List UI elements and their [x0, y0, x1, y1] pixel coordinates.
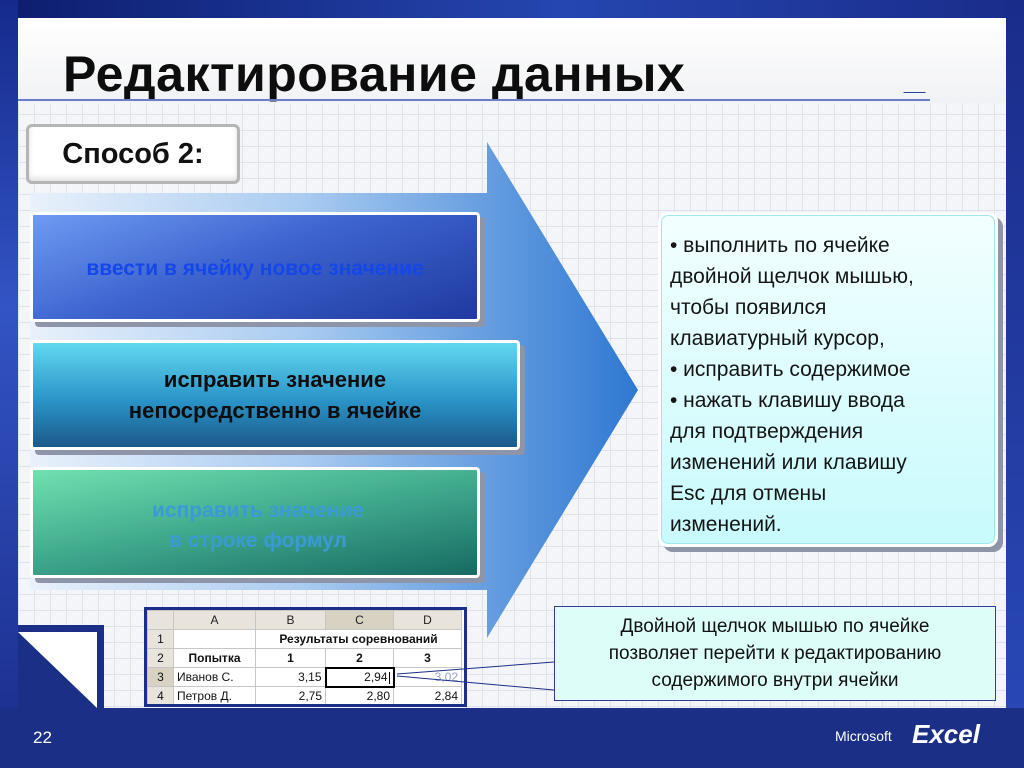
description-line: чтобы появился — [670, 296, 827, 319]
cell-c3-editing[interactable]: 2,94 — [324, 666, 395, 688]
cell-a3[interactable]: Иванов С. — [173, 667, 256, 687]
cell-a4[interactable]: Петров Д. — [173, 686, 256, 704]
frame-left — [0, 0, 18, 768]
column-header-b: B — [255, 610, 326, 630]
note-box: Двойной щелчок мышью по ячейке позволяет… — [554, 606, 996, 701]
page-number: 22 — [33, 728, 52, 747]
text-cursor — [388, 671, 390, 684]
option-formula-line2: в строке формул — [169, 529, 347, 552]
description-line: изменений или клавишу — [670, 451, 907, 474]
description-line: • нажать клавишу ввода — [670, 389, 905, 412]
description-line: клавиатурный курсор, — [670, 327, 885, 350]
column-header-d: D — [393, 610, 462, 630]
table-row: 2 Попытка 1 2 3 — [147, 648, 462, 668]
cell-b3[interactable]: 3,15 — [255, 667, 326, 687]
note-line: Двойной щелчок мышью по ячейке — [620, 616, 930, 637]
frame-top — [0, 0, 1024, 18]
cell-c3-value: 2,94 — [364, 670, 388, 684]
description-line: двойной щелчок мышью, — [670, 265, 914, 288]
method-label: Способ 2: — [62, 137, 204, 170]
spreadsheet-example[interactable]: A B C D 1 Результаты соревнований 2 Попы… — [144, 607, 467, 707]
description-box: • выполнить по ячейке двойной щелчок мыш… — [658, 212, 998, 547]
row-header: 2 — [147, 648, 174, 668]
option-new-value[interactable]: ввести в ячейку новое значение — [30, 212, 480, 322]
option-edit-in-cell-line1: исправить значение — [163, 367, 387, 392]
row-header: 4 — [147, 686, 174, 704]
note-line: позволяет перейти к редактированию — [608, 643, 942, 664]
option-edit-in-cell[interactable]: исправить значение непосредственно в яче… — [30, 340, 520, 450]
column-header-c: C — [325, 610, 394, 630]
table-row: 4 Петров Д. 2,75 2,80 2,84 — [147, 686, 462, 704]
option-edit-in-cell-line2: непосредственно в ячейке — [128, 398, 422, 423]
option-new-value-text: ввести в ячейку новое значение — [86, 257, 424, 280]
description-list: • выполнить по ячейке двойной щелчок мыш… — [670, 230, 990, 540]
note-line: содержимого внутри ячейки — [651, 670, 899, 691]
option-edit-in-formula-bar[interactable]: исправить значение в строке формул — [30, 467, 480, 578]
slide-title: Редактирование данных — [63, 46, 686, 102]
description-line: • исправить содержимое — [670, 358, 911, 381]
option-formula-line1: исправить значение — [151, 499, 365, 522]
frame-right — [1006, 0, 1024, 768]
table-row: 3 Иванов С. 3,15 2,94 3,02 — [147, 666, 462, 688]
brand-company: Microsoft — [835, 728, 892, 744]
title-underline — [18, 99, 930, 101]
brand-product: Excel — [912, 719, 980, 749]
method-box: Способ 2: — [26, 124, 240, 184]
cell-d4[interactable]: 2,84 — [393, 686, 462, 704]
cell-c4[interactable]: 2,80 — [325, 686, 394, 704]
cell-b4[interactable]: 2,75 — [255, 686, 326, 704]
description-line: • выполнить по ячейке — [670, 234, 890, 257]
footer-band — [0, 708, 1024, 768]
description-line: для подтверждения — [670, 420, 864, 443]
description-line: Esc для отмены — [670, 482, 827, 505]
title-area — [18, 18, 1006, 103]
description-line: изменений. — [670, 513, 782, 536]
